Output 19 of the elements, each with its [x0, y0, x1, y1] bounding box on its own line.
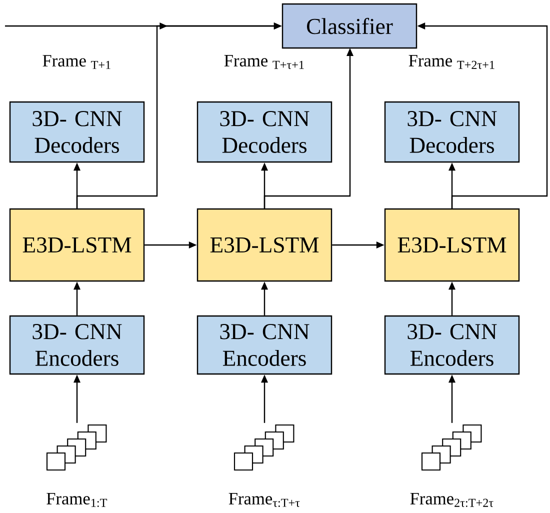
encoder-box: 3D- CNN Encoders: [384, 315, 520, 375]
decoder-box: 3D- CNN Decoders: [9, 101, 145, 163]
encoder-box: 3D- CNN Encoders: [9, 315, 145, 375]
frame-stack-drawing: [234, 424, 294, 471]
frame-label: Frame$_{2τ:T+2τ}$: [410, 492, 494, 507]
decoder-box: 3D- CNN Decoders: [384, 101, 520, 163]
classifier-box: Classifier: [282, 3, 418, 49]
lstm-box: E3D-LSTM: [384, 208, 520, 282]
lstm-box: E3D-LSTM: [9, 208, 145, 282]
decoder-box: 3D- CNN Decoders: [196, 101, 332, 163]
frame-label: Frame $_{T+1}$: [42, 55, 110, 69]
frame-stack-drawing: [46, 424, 107, 471]
frame-label: Frame$_{τ:T+τ}$: [228, 493, 300, 507]
frame-stack-drawing: [421, 424, 482, 471]
frame-label: Frame $_{T+τ+1}$: [224, 55, 304, 69]
lstm-box: E3D-LSTM: [196, 208, 332, 282]
frame-label: Frame $_{T+2τ+1}$: [408, 55, 494, 69]
encoder-box: 3D- CNN Encoders: [196, 315, 332, 375]
frame-label: Frame$_{1:T}$: [46, 492, 108, 507]
